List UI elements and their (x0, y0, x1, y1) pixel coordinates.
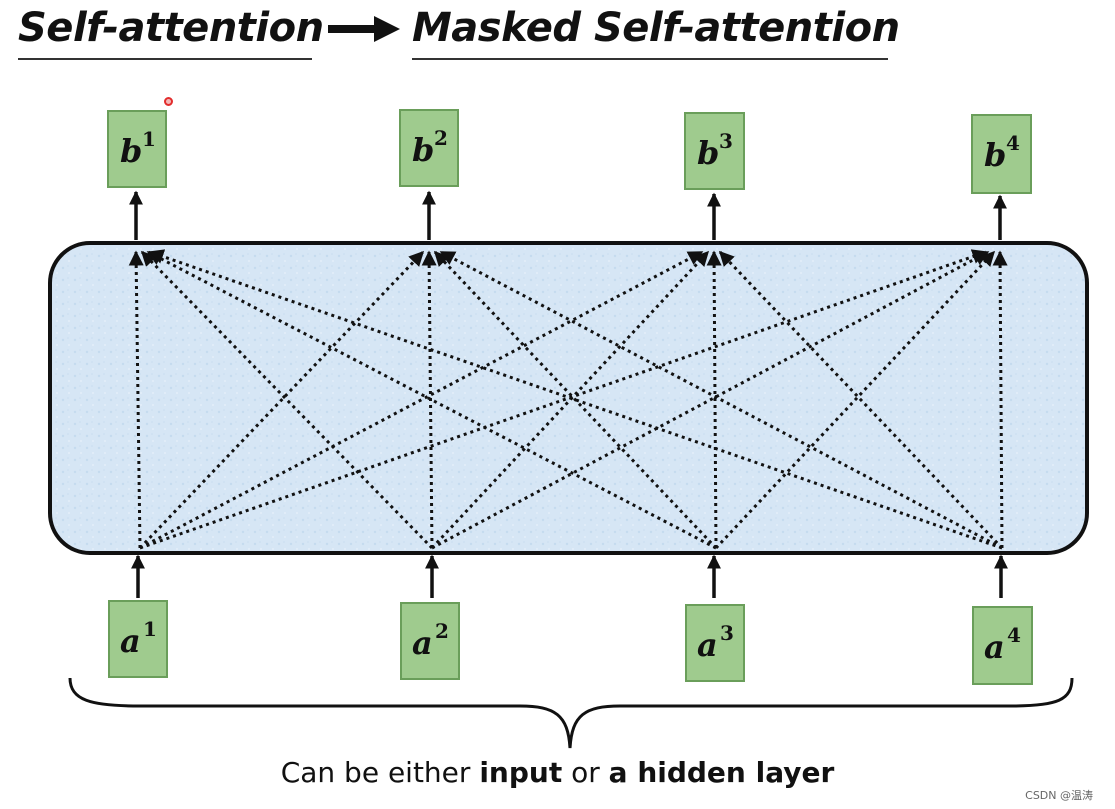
caption: Can be either input or a hidden layer (0, 753, 1115, 793)
title-arrow-icon (328, 16, 400, 42)
svg-text:b: b (120, 132, 142, 170)
input-node-a4: a 4 (972, 606, 1033, 685)
svg-text:b: b (412, 131, 434, 169)
svg-text:2: 2 (435, 619, 449, 643)
attention-connections (128, 249, 1008, 550)
svg-text:3: 3 (719, 129, 733, 153)
curly-brace (68, 677, 1074, 749)
attention-link-a2-b1 (140, 250, 434, 550)
input-node-a3: a 3 (685, 604, 745, 682)
attention-link-a1-b2 (138, 250, 425, 550)
attention-link-a4-b2 (439, 250, 1003, 550)
cursor-marker (164, 97, 173, 106)
input-node-a2: a 2 (400, 602, 460, 680)
attention-link-a3-b3 (706, 250, 722, 549)
attention-link-a2-b3 (430, 250, 710, 550)
svg-text:b: b (984, 136, 1006, 174)
output-node-b4: b 4 (971, 114, 1032, 194)
svg-text:2: 2 (434, 126, 448, 150)
attention-link-a3-b4 (714, 250, 996, 550)
caption-input: input (479, 756, 563, 789)
title-self-attention: Self-attention (18, 4, 324, 60)
caption-middle: or (562, 756, 609, 789)
attention-link-a2-b2 (421, 250, 437, 549)
svg-text:a: a (984, 628, 1005, 666)
self-attention-block (48, 241, 1089, 555)
attention-link-a4-b3 (718, 250, 1004, 550)
svg-text:a: a (697, 626, 718, 664)
output-node-b3: b 3 (684, 112, 745, 190)
svg-text:a: a (412, 624, 433, 662)
attention-link-a3-b2 (433, 250, 718, 550)
output-node-b2: b 2 (399, 109, 459, 187)
svg-text:a: a (120, 622, 141, 660)
attention-link-a1-b4 (139, 249, 988, 550)
svg-text:1: 1 (143, 617, 157, 641)
svg-text:b: b (697, 134, 719, 172)
caption-prefix: Can be either (280, 756, 480, 789)
attention-link-a4-b1 (148, 249, 1003, 550)
watermark: CSDN @温涛 (1025, 789, 1093, 802)
output-node-b1: b 1 (107, 110, 167, 188)
caption-hidden-layer: a hidden layer (608, 756, 835, 789)
input-arrows (131, 554, 1008, 598)
title-masked-self-attention: Masked Self-attention (412, 4, 900, 60)
attention-link-a1-b3 (139, 250, 704, 550)
svg-text:1: 1 (142, 127, 156, 151)
svg-text:4: 4 (1007, 623, 1021, 647)
svg-text:4: 4 (1006, 131, 1020, 155)
input-node-a1: a 1 (108, 600, 168, 678)
attention-link-a1-b1 (128, 250, 144, 549)
attention-link-a3-b1 (146, 250, 717, 550)
output-arrows (129, 190, 1007, 240)
svg-text:3: 3 (720, 621, 734, 645)
attention-link-a4-b4 (992, 250, 1008, 549)
